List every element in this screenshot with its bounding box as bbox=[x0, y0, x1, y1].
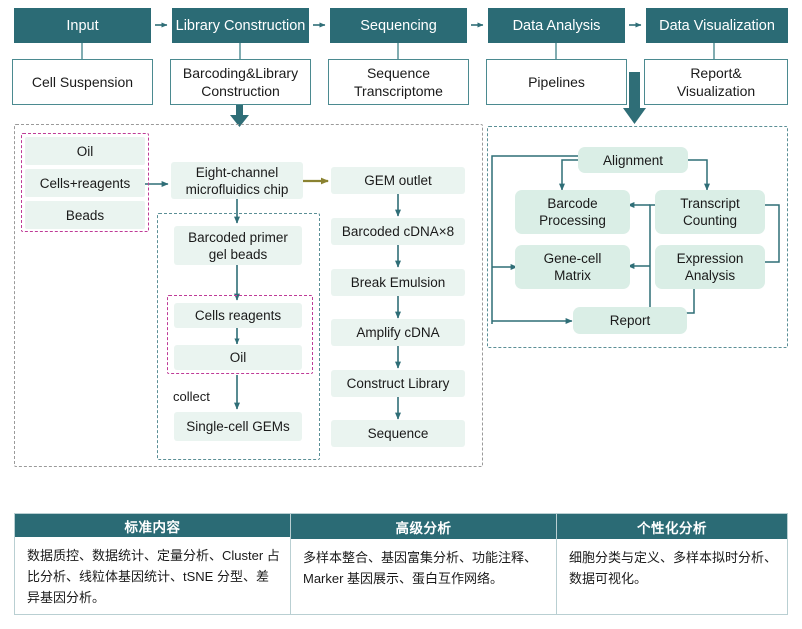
table-header-advanced: 高级分析 bbox=[291, 514, 556, 539]
seq-step-amplify-cdna[interactable]: Amplify cDNA bbox=[331, 319, 465, 346]
expression-analysis-line2: Analysis bbox=[684, 268, 736, 283]
input-item-cells-reagents[interactable]: Cells+reagents bbox=[25, 169, 145, 197]
table-body-advanced: 多样本整合、基因富集分析、功能注释、Marker 基因展示、蛋白互作网络。 bbox=[303, 550, 538, 586]
stage-detail-sequencing[interactable]: Sequence Transcriptome bbox=[328, 59, 469, 105]
single-cell-gems-box[interactable]: Single-cell GEMs bbox=[174, 412, 302, 441]
transcript-counting-line1: Transcript bbox=[680, 196, 740, 211]
stage-detail-library-line1: Barcoding&Library bbox=[182, 65, 299, 81]
stage-detail-pipelines-label: Pipelines bbox=[528, 74, 585, 90]
barcode-processing-line1: Barcode bbox=[547, 196, 598, 211]
table-header-standard: 标准内容 bbox=[15, 514, 290, 537]
table-body-personalized: 细胞分类与定义、多样本拟时分析、数据可视化。 bbox=[569, 550, 778, 586]
gene-cell-matrix-line2: Matrix bbox=[554, 268, 591, 283]
seq-step-barcoded-cdna[interactable]: Barcoded cDNA×8 bbox=[331, 218, 465, 245]
gem-generation-panel bbox=[157, 213, 320, 460]
barcoded-primer-gel-beads-box[interactable]: Barcoded primer gel beads bbox=[174, 226, 302, 265]
microfluidics-chip-box[interactable]: Eight-channel microfluidics chip bbox=[171, 162, 303, 199]
expression-analysis-line1: Expression bbox=[676, 251, 744, 266]
table-column-personalized: 个性化分析 细胞分类与定义、多样本拟时分析、数据可视化。 bbox=[556, 513, 788, 615]
table-header-personalized: 个性化分析 bbox=[557, 514, 787, 539]
inputs-group-outline bbox=[21, 133, 149, 232]
stage-detail-report-line1: Report& bbox=[690, 65, 742, 81]
stage-header-sequencing[interactable]: Sequencing bbox=[330, 8, 467, 43]
seq-step-gem-outlet[interactable]: GEM outlet bbox=[331, 167, 465, 194]
gene-cell-matrix-line1: Gene-cell bbox=[543, 251, 602, 266]
oil-box[interactable]: Oil bbox=[174, 345, 302, 370]
input-item-beads[interactable]: Beads bbox=[25, 201, 145, 229]
stage-detail-data-analysis[interactable]: Pipelines bbox=[486, 59, 627, 105]
stage-detail-sequencing-line1: Sequence bbox=[366, 65, 431, 81]
cells-reagents-box[interactable]: Cells reagents bbox=[174, 303, 302, 328]
transcript-counting-line2: Counting bbox=[682, 213, 738, 228]
table-column-standard: 标准内容 数据质控、数据统计、定量分析、Cluster 占比分析、线粒体基因统计… bbox=[14, 513, 291, 615]
analysis-box-transcript-counting[interactable]: Transcript Counting bbox=[655, 190, 765, 234]
stage-detail-report-line2: Visualization bbox=[676, 83, 756, 99]
stage-detail-data-visualization[interactable]: Report& Visualization bbox=[644, 59, 788, 105]
emulsion-group-outline bbox=[167, 295, 313, 374]
analysis-content-table: 标准内容 数据质控、数据统计、定量分析、Cluster 占比分析、线粒体基因统计… bbox=[14, 513, 788, 615]
stage-detail-input[interactable]: Cell Suspension bbox=[12, 59, 153, 105]
analysis-box-report[interactable]: Report bbox=[573, 307, 687, 334]
barcode-processing-line2: Processing bbox=[539, 213, 606, 228]
analysis-panel bbox=[487, 126, 788, 348]
collect-label: collect bbox=[173, 388, 210, 404]
stage-header-input[interactable]: Input bbox=[14, 8, 151, 43]
seq-step-construct-library[interactable]: Construct Library bbox=[331, 370, 465, 397]
stage-detail-input-label: Cell Suspension bbox=[31, 74, 134, 90]
analysis-box-gene-cell-matrix[interactable]: Gene-cell Matrix bbox=[515, 245, 630, 289]
wetlab-panel bbox=[14, 124, 483, 467]
analysis-box-expression-analysis[interactable]: Expression Analysis bbox=[655, 245, 765, 289]
chip-line2: microfluidics chip bbox=[185, 181, 289, 197]
stage-header-data-visualization[interactable]: Data Visualization bbox=[646, 8, 788, 43]
stage-detail-library-construction[interactable]: Barcoding&Library Construction bbox=[170, 59, 311, 105]
analysis-box-barcode-processing[interactable]: Barcode Processing bbox=[515, 190, 630, 234]
table-column-advanced: 高级分析 多样本整合、基因富集分析、功能注释、Marker 基因展示、蛋白互作网… bbox=[290, 513, 557, 615]
table-body-standard: 数据质控、数据统计、定量分析、Cluster 占比分析、线粒体基因统计、tSNE… bbox=[27, 548, 280, 605]
chip-line1: Eight-channel bbox=[195, 164, 279, 180]
seq-step-break-emulsion[interactable]: Break Emulsion bbox=[331, 269, 465, 296]
gel-beads-line2: gel beads bbox=[208, 246, 268, 262]
stage-detail-library-line2: Construction bbox=[201, 83, 280, 99]
gel-beads-line1: Barcoded primer bbox=[188, 229, 288, 245]
stage-header-library-construction[interactable]: Library Construction bbox=[172, 8, 309, 43]
stage-detail-sequencing-line2: Transcriptome bbox=[354, 83, 443, 99]
analysis-box-alignment[interactable]: Alignment bbox=[578, 147, 688, 173]
input-item-oil[interactable]: Oil bbox=[25, 137, 145, 165]
stage-header-data-analysis[interactable]: Data Analysis bbox=[488, 8, 625, 43]
seq-step-sequence[interactable]: Sequence bbox=[331, 420, 465, 447]
